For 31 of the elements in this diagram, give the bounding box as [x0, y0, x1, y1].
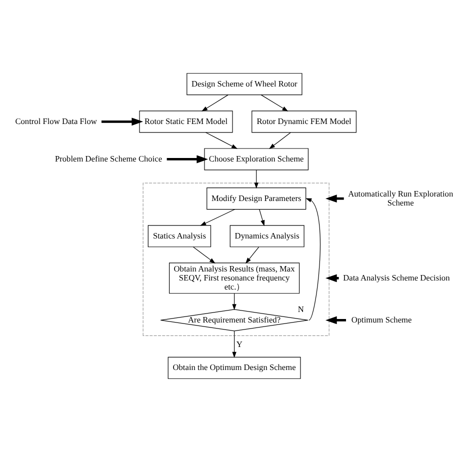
node-box: Design Scheme of Wheel Rotor: [186, 72, 302, 95]
arrow: [325, 316, 346, 324]
arrow: [245, 246, 260, 264]
node-text: Control Flow Data Flow: [15, 116, 97, 126]
arrow: [260, 94, 288, 111]
arrow: [202, 94, 228, 111]
arrow: [254, 169, 258, 188]
node-text: Optimum Scheme: [351, 314, 412, 324]
node-box: Rotor Dynamic FEM Model: [252, 110, 356, 132]
node-box: Modify Design Parameters: [206, 187, 306, 210]
arrow: [200, 208, 236, 226]
arrow: [259, 208, 265, 226]
node-box: Dynamics Analysis: [230, 224, 304, 247]
arrow: [325, 194, 344, 202]
node-text: Automatically Run Exploration Scheme: [348, 188, 454, 207]
node-box: Obtain Analysis Results (mass, Max SEQV, First resonance frequency etc.）: [169, 262, 300, 294]
arrow: [166, 154, 208, 163]
arrow: [232, 292, 236, 310]
arrow: [232, 330, 236, 358]
node-text: Data Analysis Scheme Decision: [343, 272, 450, 282]
arrow: [206, 132, 238, 148]
arrow: [306, 198, 320, 320]
arrow: [101, 117, 144, 126]
edge-label: Y: [236, 340, 242, 349]
node-box: Rotor Static FEM Model: [139, 110, 233, 132]
arrow: [193, 246, 216, 263]
arrow: [269, 132, 291, 148]
node-box: Obtain the Optimum Design Scheme: [168, 356, 301, 378]
node-box: Choose Exploration Scheme: [204, 148, 309, 170]
node-text: Problem Define Scheme Choice: [54, 154, 162, 163]
node-box: Statics Analysis: [148, 224, 212, 247]
